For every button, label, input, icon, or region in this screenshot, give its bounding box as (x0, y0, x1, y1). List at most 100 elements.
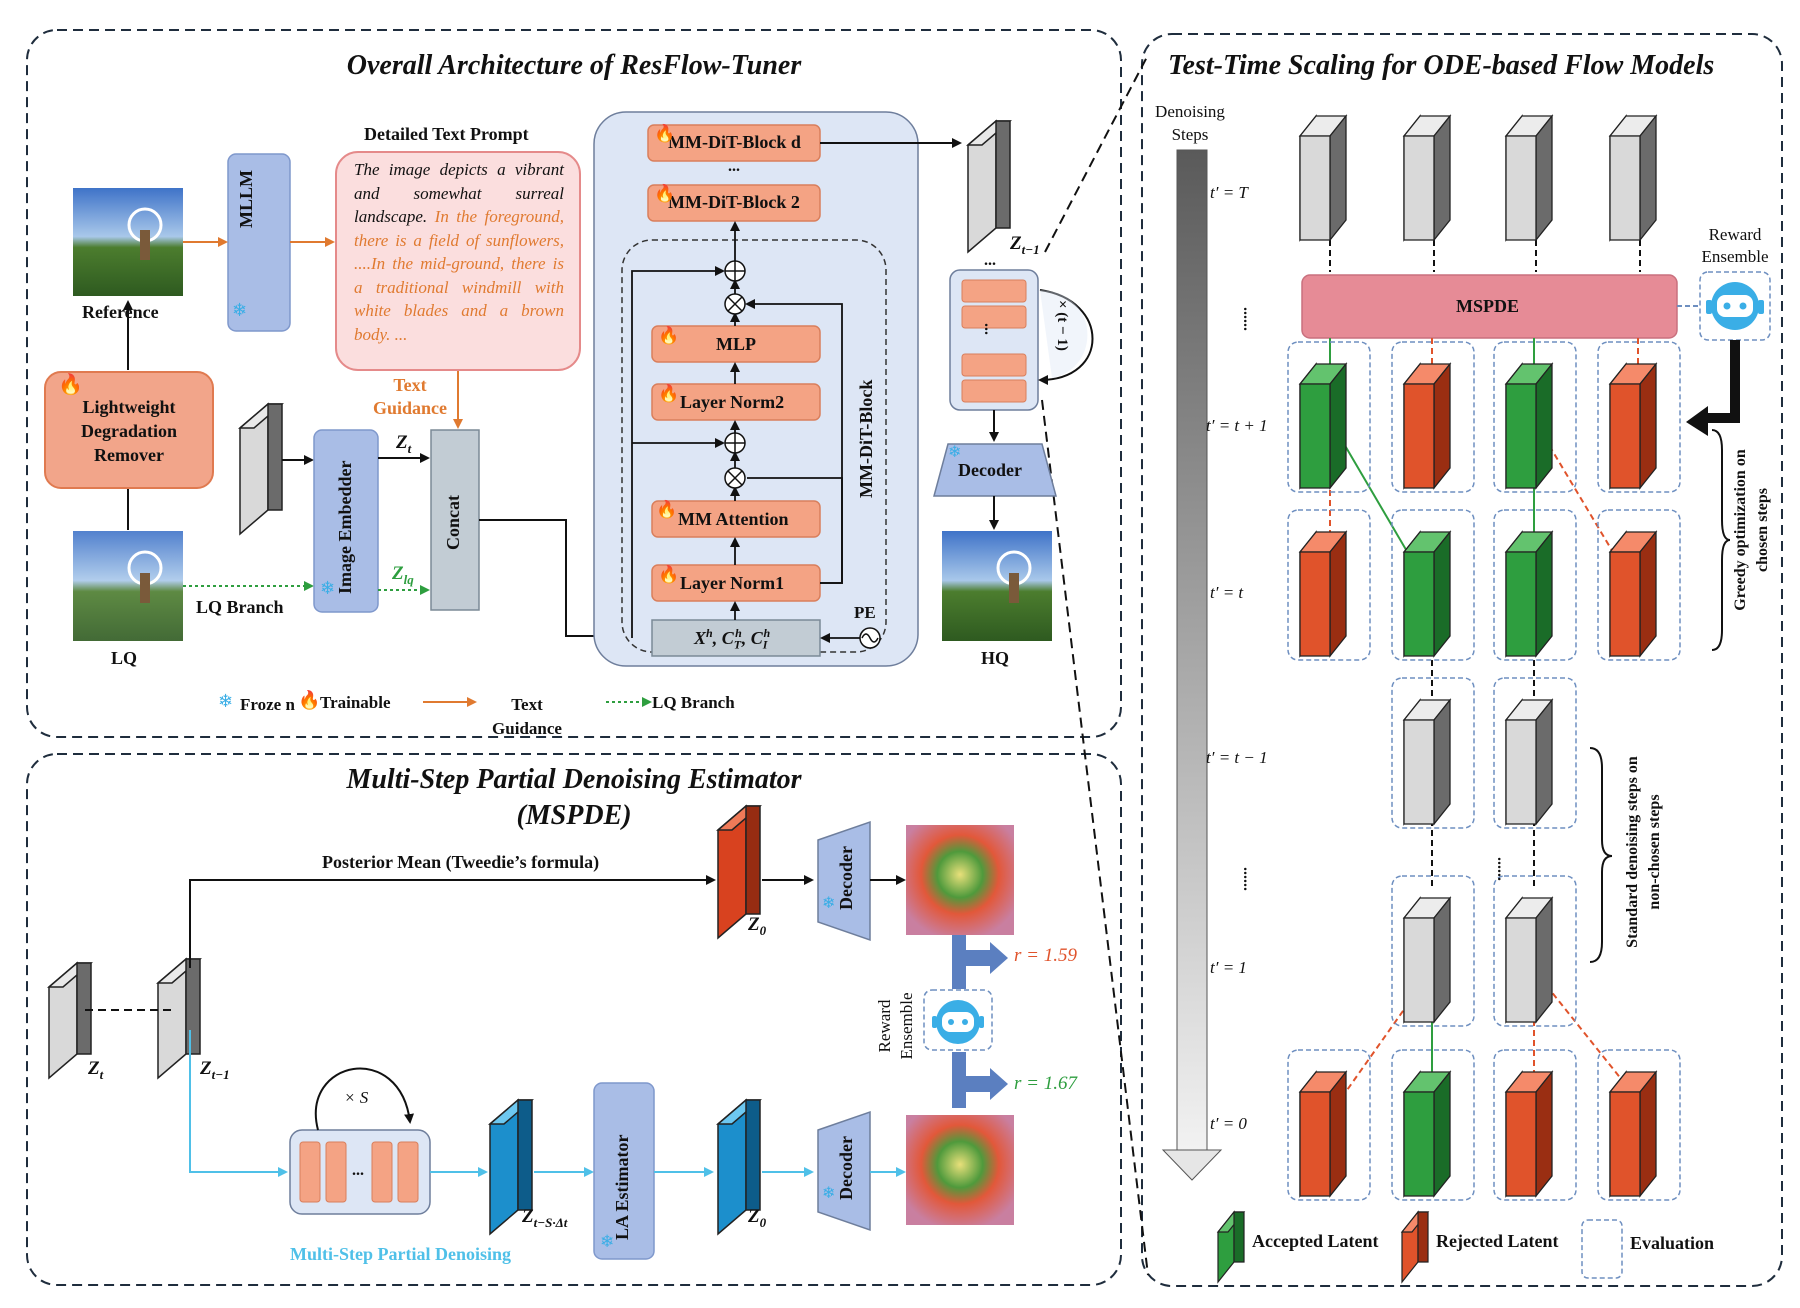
step-T: t′ = T (1210, 183, 1248, 202)
pe-icon (859, 627, 881, 649)
reward-arrow-vertical-bottom (952, 1052, 966, 1108)
reference-label: Reference (82, 302, 159, 322)
plate-T-0 (1298, 114, 1348, 242)
legend-text-guidance-label: Text Guidance (492, 695, 562, 738)
decoder-label-upper: Decoder (836, 846, 856, 910)
step-dots-2: ...... (1240, 867, 1257, 891)
decoder-top (933, 443, 1057, 497)
mmdit-block-2-label: MM-DiT-Block 2 (668, 192, 800, 212)
grid-link (1533, 969, 1639, 1101)
tts-title: Test-Time Scaling for ODE-based Flow Mod… (1168, 50, 1715, 81)
plate-T-2 (1504, 114, 1554, 242)
concat-label: Concat (443, 495, 463, 550)
plate-t1-3 (1597, 341, 1681, 493)
pe-label: PE (854, 603, 876, 622)
reward-robot-icon-right (1699, 271, 1771, 341)
remover-flame-icon: 🔥 (58, 374, 83, 396)
legend-lq-branch-label: LQ Branch (652, 693, 735, 712)
panel-test-time-scaling (1141, 33, 1783, 1287)
latent-grid (1287, 114, 1681, 1201)
text-guidance-label: Text Guidance (372, 375, 447, 418)
step-dots-1: ...... (1240, 307, 1257, 331)
plate-t1-2 (1493, 341, 1577, 493)
zlq-label: Zlq (392, 563, 414, 587)
step-1: t′ = 1 (1210, 958, 1247, 977)
legend-rejected-icon (1400, 1210, 1430, 1284)
step-t-minus-1: t′ = t − 1 (1206, 748, 1268, 767)
input-token-box (651, 619, 821, 657)
reward-robot-icon-bottom (923, 989, 993, 1051)
standard-label: Standard denoising steps on non-chosen s… (1624, 756, 1663, 948)
blocks-ellipsis: ... (728, 158, 740, 175)
prompt-text-orange: In the foreground, there is a field of s… (354, 207, 565, 344)
flower-image-top (906, 825, 1014, 935)
plate-0-2 (1493, 1049, 1577, 1201)
zt1-label-top: Zt−1 (1010, 233, 1040, 257)
greedy-label: Greedy optimization on chosen steps (1732, 449, 1771, 611)
decoder-lower-snowflake-icon: ❄ (822, 1185, 836, 1202)
flower-image-bottom (906, 1115, 1014, 1225)
plate-t-1 (1391, 509, 1475, 661)
reward-ensemble-label-bottom: Reward Ensemble (875, 992, 916, 1060)
remover-label: Lightweight Degradation Remover (81, 397, 177, 465)
legend-frozen-label: Froze n (240, 695, 295, 714)
legend-rejected-label: Rejected Latent (1436, 1231, 1559, 1251)
denoising-steps-label: Denoising Steps (1155, 102, 1225, 144)
z0-plate-blue (715, 1098, 763, 1236)
prompt-text-black: The image depicts a vibrant and somewhat… (354, 160, 564, 226)
plate-1-1 (1391, 875, 1475, 1027)
mlp-flame-icon: 🔥 (658, 326, 680, 345)
panel-mspde (26, 753, 1122, 1286)
multiply-op-1 (724, 467, 746, 489)
reward-ensemble-label-right: Reward Ensemble (1701, 225, 1769, 266)
legend-snowflake-icon: ❄ (218, 691, 234, 711)
ln1-flame-icon: 🔥 (658, 565, 680, 584)
layer-norm1-label: Layer Norm1 (680, 573, 785, 593)
la-snowflake-icon: ❄ (600, 1232, 615, 1251)
reward-arrow-right-bottom (966, 1068, 1008, 1100)
prompt-text: The image depicts a vibrant and somewhat… (354, 158, 564, 346)
layer-norm2-label: Layer Norm2 (680, 392, 785, 412)
panel-architecture (26, 29, 1122, 738)
plate-tm1-2 (1493, 677, 1577, 829)
zt1-label-bottom: Zt−1 (200, 1058, 230, 1082)
decoder-label-top: Decoder (958, 460, 1022, 480)
loop-dots: ... (981, 323, 998, 335)
repeat-s-arrow (315, 1067, 414, 1131)
reward-r2: r = 1.67 (1014, 1073, 1077, 1094)
plate-tm1-1 (1391, 677, 1475, 829)
denoising-steps-bar (1176, 149, 1208, 1151)
zoom-line-top (1044, 54, 1149, 253)
mllm-label: MLLM (236, 170, 256, 228)
plate-t-3 (1597, 509, 1681, 661)
lq-label: LQ (111, 648, 138, 668)
zt1-plate-top (965, 119, 1013, 254)
mspd-label: Multi-Step Partial Denoising (290, 1244, 511, 1264)
legend-eval-label: Evaluation (1630, 1233, 1715, 1253)
mm-attention-label: MM Attention (678, 509, 789, 529)
zt1-dots: ... (984, 252, 996, 269)
step-0: t′ = 0 (1210, 1114, 1247, 1133)
plate-0-0 (1287, 1049, 1371, 1201)
plate-t1-1 (1391, 341, 1475, 493)
legend-accepted-label: Accepted Latent (1252, 1231, 1379, 1251)
reward-arrow-right-top (966, 942, 1008, 974)
mlp-label: MLP (716, 334, 756, 354)
mspde-title-line2: (MSPDE) (516, 800, 632, 831)
plate-0-3 (1597, 1049, 1681, 1201)
plate-t1-0 (1287, 341, 1371, 493)
block-2-flame-icon: 🔥 (654, 184, 676, 203)
plate-t-2 (1493, 509, 1577, 661)
image-embedder-label: Image Embedder (335, 460, 355, 595)
text-prompt-box (335, 151, 581, 371)
zt-plate-bottom (46, 961, 94, 1080)
z0-label-blue: Z0 (748, 1206, 767, 1230)
plate-1-2 (1493, 875, 1577, 1027)
reward-r1: r = 1.59 (1014, 945, 1077, 966)
legend-accepted-icon (1216, 1210, 1246, 1284)
plate-T-1 (1402, 114, 1452, 242)
greedy-arrow (1705, 340, 1740, 423)
zt1-plate-bottom (155, 957, 203, 1080)
add-op-1 (724, 432, 746, 454)
